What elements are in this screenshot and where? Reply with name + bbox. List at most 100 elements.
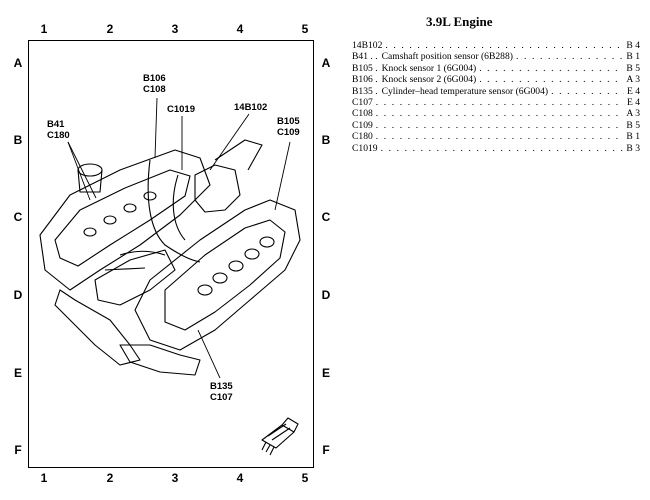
diagram-frame [28,40,314,468]
callout-14b102: 14B102 [234,102,267,113]
index-grid-ref: B 1 [626,51,640,63]
throttle-body [194,164,241,213]
callout-line: 14B102 [234,102,268,113]
grid-col-top-5: 5 [301,22,309,36]
index-code: B105 . [352,62,378,74]
right-bank-cover [164,219,286,331]
index-row-label: C108 [352,108,373,119]
callout-b135-c107: B135 C107 [210,381,233,403]
callout-b41-c180: B41 C180 [47,119,70,141]
index-row-label: B105 .Knock sensor 1 (6G004) [352,63,476,74]
intake-manifold [94,249,176,306]
callout-line: C1019 [167,104,195,115]
grid-row-left-a: A [13,56,23,70]
index-code: C109 [352,119,373,131]
grid-row-left-f: F [14,443,22,457]
grid-col-top-2: 2 [106,22,114,36]
grid-col-top-1: 1 [40,22,48,36]
grid-col-top-3: 3 [171,22,179,36]
index-row: C109 B 5 [352,120,640,131]
leader-dots [385,40,623,51]
index-row: C1019 B 3 [352,143,640,154]
index-row-label: B106 .Knock sensor 2 (6G004) [352,74,476,85]
grid-row-left-d: D [13,288,23,302]
grid-row-right-a: A [321,56,331,70]
index-row: B106 .Knock sensor 2 (6G004) A 3 [352,74,640,85]
index-row: C180 B 1 [352,131,640,142]
index-code: B135 . [352,85,378,97]
grid-row-right-f: F [322,443,330,457]
right-bank-outline [134,199,301,351]
index-row-label: C1019 [352,143,378,154]
wire-harness [147,159,201,263]
left-bank-cover [54,169,191,267]
grid-row-right-b: B [321,133,331,147]
callout-line: B106 [143,73,166,84]
index-grid-ref: A 3 [626,108,640,120]
index-code: 14B102 [352,40,383,51]
callout-b105-c109: B105 C109 [277,116,300,138]
index-grid-ref: E 4 [626,85,640,97]
index-grid-ref: E 4 [626,97,640,109]
index-description: Knock sensor 2 (6G004) [381,74,477,86]
callout-line: C107 [210,392,233,403]
index-description: Knock sensor 1 (6G004) [381,62,477,74]
grid-row-right-d: D [321,288,331,302]
callout-line: C109 [277,127,300,138]
leader-dots [479,74,623,85]
callout-line: C180 [47,130,70,141]
callout-b106-c108: B106 C108 [143,73,166,95]
grid-row-left-b: B [13,133,23,147]
grid-row-left-e: E [13,366,22,380]
leader-dots [376,131,624,142]
index-code: C180 [352,131,373,143]
index-grid-ref: B 5 [626,119,640,131]
index-grid-ref: B 1 [626,131,640,143]
index-description: Camshaft position sensor (6B288) [381,51,513,63]
connector-illustration [261,417,299,456]
grid-row-right-c: C [321,210,331,224]
index-row-label: 14B102 [352,40,382,51]
index-code: C108 [352,108,373,120]
grid-col-top-4: 4 [236,22,244,36]
index-description: Cylinder–head temperature sensor (6G004) [381,85,549,97]
index-row: 14B102 B 4 [352,40,640,51]
index-row-label: B41 . .Camshaft position sensor (6B288) [352,51,513,62]
index-title: 3.9L Engine [426,14,493,29]
grid-col-bottom-2: 2 [106,471,114,485]
index-grid-ref: A 3 [626,74,640,86]
callout-c1019: C1019 [167,104,195,115]
index-code: B106 . [352,74,378,86]
index-grid-ref: B 5 [626,62,640,74]
index-code: C107 [352,97,373,109]
leader-dots [376,120,624,131]
index-row-label: C107 [352,97,373,108]
grid-col-bottom-4: 4 [236,471,244,485]
leader-dots [479,63,623,74]
grid-row-right-e: E [321,366,330,380]
index-row: B41 . .Camshaft position sensor (6B288)B… [352,51,640,62]
index-row: B105 .Knock sensor 1 (6G004) B 5 [352,63,640,74]
index-row-label: B135 .Cylinder–head temperature sensor (… [352,86,548,97]
callout-line: B41 [47,119,65,130]
leader-dots [376,108,624,119]
grid-col-bottom-5: 5 [301,471,309,485]
leader-dots [381,143,624,154]
grid-col-bottom-3: 3 [171,471,179,485]
index-grid-ref: B 4 [626,40,640,51]
index-row: C107 E 4 [352,97,640,108]
leader-dots [551,86,624,97]
index-row: B135 .Cylinder–head temperature sensor (… [352,86,640,97]
grid-col-bottom-1: 1 [40,471,48,485]
leader-dots [376,97,624,108]
index-code: B41 . . [352,51,378,63]
index-row-label: C109 [352,120,373,131]
index-grid-ref: B 3 [626,142,640,154]
callout-line: B135 [210,381,233,392]
index-code: C1019 [352,142,378,154]
callout-line: B105 [277,116,300,127]
leader-dots [516,51,623,62]
index-row: C108 A 3 [352,108,640,119]
